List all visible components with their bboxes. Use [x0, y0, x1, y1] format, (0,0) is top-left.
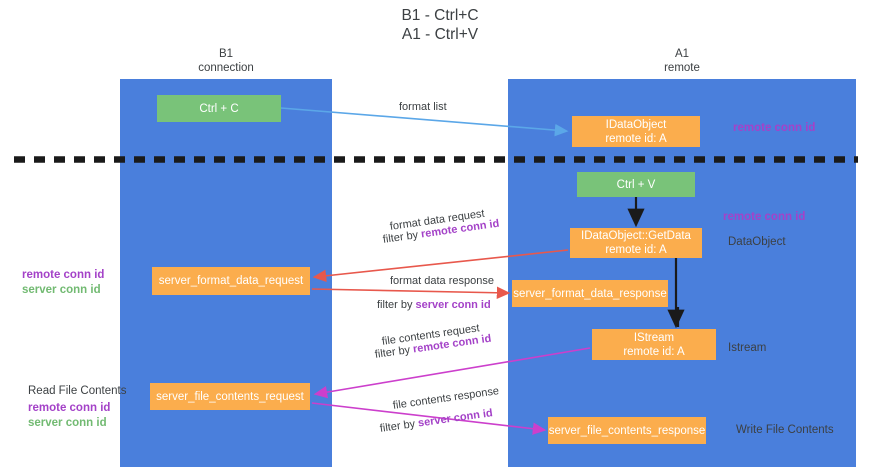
annotation-istream: Istream: [728, 342, 767, 354]
label-format-data-response-filter: filter by server conn id: [377, 298, 491, 312]
lane-header-b1-name: B1: [218, 48, 234, 60]
annotation-left-remote-conn-id-1: remote conn id: [22, 269, 105, 281]
arrow-format-data-response: [311, 286, 511, 300]
box-ctrl-v-label: Ctrl + V: [616, 178, 656, 191]
box-istream-title: IStream: [633, 331, 675, 344]
label-filter-prefix-2: filter by: [377, 299, 416, 311]
annotation-write-file-contents: Write File Contents: [736, 424, 834, 436]
page-title: B1 - Ctrl+C A1 - Ctrl+V: [401, 7, 479, 43]
annotation-dataobject: DataObject: [728, 236, 786, 248]
annotation-left-server-conn-id-1: server conn id: [22, 284, 101, 296]
box-server-format-data-request[interactable]: server_format_data_request: [152, 267, 310, 295]
lane-header-b1-sub: connection: [198, 62, 254, 74]
annotation-left-remote-conn-id-2: remote conn id: [28, 402, 111, 414]
box-server-format-data-response[interactable]: server_format_data_response: [512, 280, 668, 307]
lane-header-a1-name: A1: [674, 48, 690, 60]
lane-header-a1: A1 remote: [508, 47, 856, 75]
lane-header-b1: B1 connection: [120, 47, 332, 75]
annotation-read-file-contents: Read File Contents: [28, 385, 127, 397]
box-ctrl-v[interactable]: Ctrl + V: [577, 172, 695, 197]
lane-header-a1-sub: remote: [664, 62, 700, 74]
box-server-file-contents-response-label: server_file_contents_response: [548, 424, 706, 437]
label-filter-prefix-3: filter by: [374, 343, 414, 361]
box-idataobject-title: IDataObject: [605, 118, 667, 131]
box-server-format-data-request-label: server_format_data_request: [158, 275, 304, 287]
annotation-left-server-conn-id-2: server conn id: [28, 417, 107, 429]
box-server-file-contents-response[interactable]: server_file_contents_response: [548, 417, 706, 444]
label-filter-key-server-conn-id-2: server conn id: [417, 407, 494, 430]
label-filter-prefix-1: filter by: [382, 228, 422, 246]
box-ctrl-c-label: Ctrl + C: [199, 102, 239, 115]
annotation-remote-conn-id-mid: remote conn id: [723, 211, 806, 223]
box-idataobject-getdata[interactable]: IDataObject::GetData remote id: A: [570, 228, 702, 258]
label-format-list: format list: [399, 101, 447, 113]
label-filter-prefix-4: filter by: [379, 417, 419, 435]
box-getdata-subtitle: remote id: A: [605, 244, 667, 256]
label-format-data-response: format data response: [390, 275, 494, 287]
annotation-left-conn-ids-bottom: remote conn id server conn id: [28, 401, 110, 431]
box-server-file-contents-request-label: server_file_contents_request: [156, 390, 304, 403]
box-idataobject[interactable]: IDataObject remote id: A: [572, 116, 700, 147]
box-istream-subtitle: remote id: A: [623, 345, 685, 358]
annotation-remote-conn-id-top: remote conn id: [733, 122, 816, 134]
box-server-format-data-response-label: server_format_data_response: [513, 287, 667, 300]
box-server-file-contents-request[interactable]: server_file_contents_request: [150, 383, 310, 410]
label-filter-key-server-conn-id-1: server conn id: [415, 299, 491, 311]
box-getdata-title: IDataObject::GetData: [581, 230, 691, 242]
box-ctrl-c[interactable]: Ctrl + C: [157, 95, 281, 122]
box-istream[interactable]: IStream remote id: A: [592, 329, 716, 360]
box-idataobject-subtitle: remote id: A: [605, 132, 667, 145]
annotation-left-conn-ids-top: remote conn id server conn id: [22, 268, 104, 298]
